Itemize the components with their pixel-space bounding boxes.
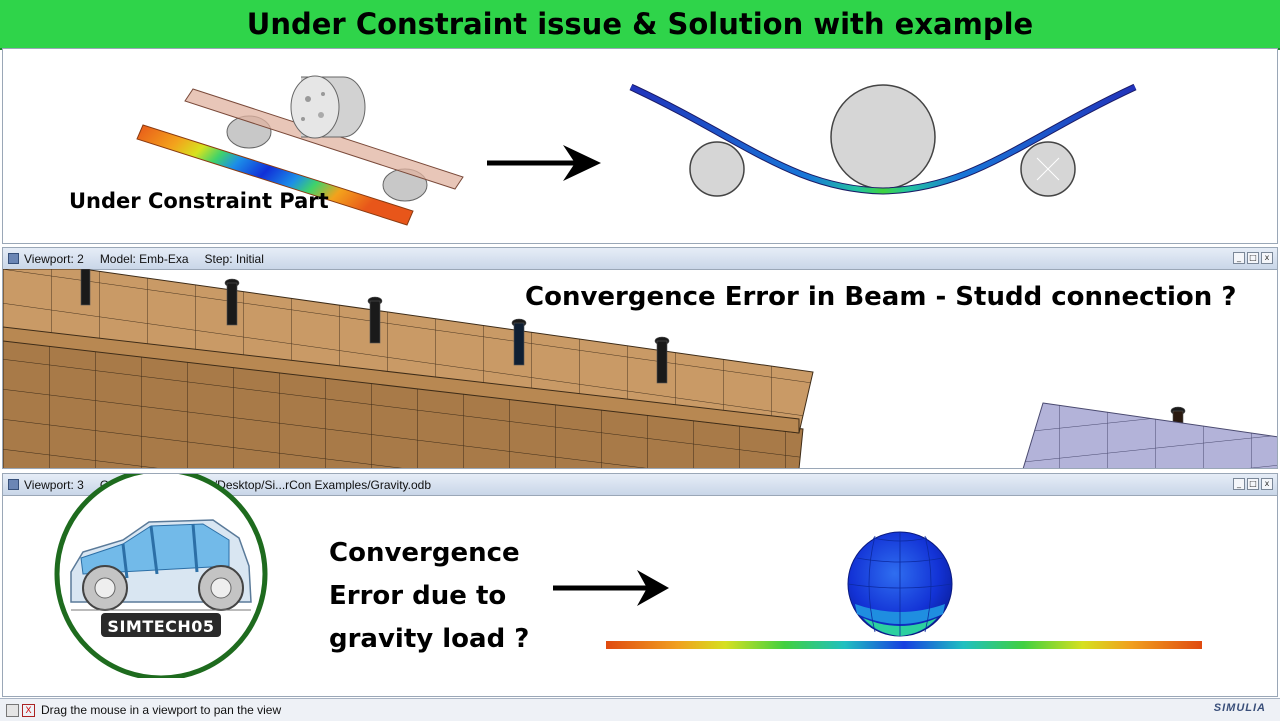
left-support <box>689 141 745 197</box>
step-label: Step: Initial <box>204 251 264 266</box>
deformed-strip <box>136 124 414 226</box>
model-label: Model: Emb-Exa <box>99 251 189 266</box>
title-banner: Under Constraint issue & Solution with e… <box>0 0 1280 50</box>
ground-plate <box>606 641 1202 649</box>
viewport-3-titlebar[interactable]: Viewport: 3 OD /Desktop/Si...rCon Exampl… <box>3 474 1277 496</box>
status-bar: X Drag the mouse in a viewport to pan th… <box>0 698 1280 721</box>
under-constraint-illustration <box>136 75 1137 226</box>
restore-button[interactable]: □ <box>1247 252 1259 264</box>
gravity-model[interactable] <box>543 496 1243 696</box>
viewport-3[interactable]: Viewport: 3 OD /Desktop/Si...rCon Exampl… <box>2 473 1278 697</box>
beam-stud-headline: Convergence Error in Beam - Studd connec… <box>525 282 1237 312</box>
status-toggle-icon[interactable] <box>6 703 19 717</box>
beam-stud-model[interactable] <box>3 269 1278 469</box>
simtech-logo <box>54 474 268 678</box>
minimize-button[interactable]: _ <box>1233 478 1245 490</box>
logo-text: SIMTECH05 <box>107 617 215 636</box>
status-close-icon[interactable]: X <box>22 703 35 717</box>
simulia-logo: SIMULIA <box>1213 702 1266 714</box>
gravity-text-line2: Error due to <box>329 581 507 611</box>
beam-flange <box>3 269 814 434</box>
page-title: Under Constraint issue & Solution with e… <box>246 7 1034 41</box>
illustration-panel: Under Constraint Part <box>2 48 1278 244</box>
viewport-2-titlebar[interactable]: Viewport: 2 Model: Emb-Exa Step: Initial… <box>3 248 1277 270</box>
minimize-button[interactable]: _ <box>1233 252 1245 264</box>
status-message: Drag the mouse in a viewport to pan the … <box>41 703 282 717</box>
viewport-3-label: Viewport: 3 <box>24 477 84 492</box>
viewport-2-label: Viewport: 2 <box>24 251 84 266</box>
close-button[interactable]: x <box>1261 478 1273 490</box>
close-button[interactable]: x <box>1261 252 1273 264</box>
loading-roller <box>830 84 936 190</box>
viewport-icon <box>8 253 19 264</box>
viewport-2[interactable]: Viewport: 2 Model: Emb-Exa Step: Initial… <box>2 247 1278 469</box>
transparent-plate <box>184 88 464 190</box>
under-constraint-caption: Under Constraint Part <box>69 189 329 213</box>
viewport-icon <box>8 479 19 490</box>
odb-path-label: /Desktop/Si...rCon Examples/Gravity.odb <box>213 477 432 492</box>
gravity-text-line3: gravity load ? <box>329 624 530 654</box>
restore-button[interactable]: □ <box>1247 478 1259 490</box>
top-roller <box>290 75 340 139</box>
gravity-text-line1: Convergence <box>329 538 520 568</box>
bent-beam <box>629 84 1137 194</box>
slab-plate <box>1022 402 1277 468</box>
